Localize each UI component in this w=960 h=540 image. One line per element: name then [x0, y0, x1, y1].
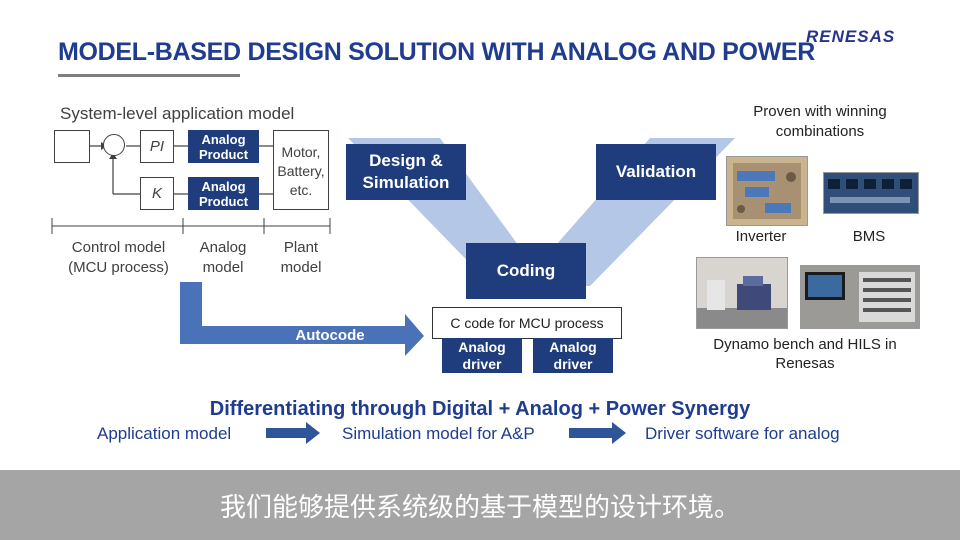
title-underline — [58, 74, 240, 77]
flow-arrow-1 — [266, 422, 320, 444]
analog-product-top: Analog Product — [188, 130, 259, 163]
hils-photo — [800, 265, 920, 329]
summing-junction — [103, 134, 125, 156]
coding-box: Coding — [466, 243, 586, 299]
subtitle-bar — [0, 470, 960, 540]
system-model-title: System-level application model — [60, 104, 295, 123]
bms-board-photo — [823, 172, 919, 214]
model-bracket — [51, 218, 331, 234]
input-block — [54, 130, 90, 163]
control-loop-lines — [90, 145, 273, 195]
plant-model-label: Plant model — [280, 239, 322, 276]
analog-product-bottom: Analog Product — [188, 177, 259, 210]
plant-block: Motor, Battery, etc. — [273, 130, 329, 210]
bms-caption: BMS — [852, 228, 886, 245]
flow-step-1: Application model — [97, 424, 232, 443]
validation-box: Validation — [596, 144, 716, 200]
flow-step-3: Driver software for analog — [645, 424, 840, 443]
autocode-label: Autocode — [295, 327, 365, 344]
flow-arrow-2 — [569, 422, 626, 444]
dynamo-bench-photo — [696, 257, 788, 329]
analog-driver-2: Analog driver — [533, 338, 613, 373]
k-block: K — [140, 177, 174, 210]
subtitle-text: 我们能够提供系统级的基于模型的设计环境。 — [219, 493, 740, 523]
inverter-caption: Inverter — [735, 228, 787, 245]
control-model-label: Control model (MCU process) — [68, 239, 169, 276]
inverter-photo — [726, 156, 808, 226]
tagline: Differentiating through Digital + Analog… — [209, 398, 751, 420]
flow-step-2: Simulation model for A&P — [342, 424, 535, 443]
design-simulation-box: Design & Simulation — [346, 144, 466, 200]
c-code-box: C code for MCU process — [432, 307, 622, 339]
slide-title: MODEL-BASED DESIGN SOLUTION WITH ANALOG … — [58, 38, 816, 66]
bench-caption: Dynamo bench and HILS in Renesas — [713, 336, 897, 372]
analog-driver-1: Analog driver — [442, 338, 522, 373]
autocode-arrow — [180, 282, 424, 356]
pi-block: PI — [140, 130, 174, 163]
analog-model-label: Analog model — [199, 239, 247, 276]
renesas-logo: RENESAS — [806, 27, 896, 46]
proven-title: Proven with winning combinations — [753, 103, 887, 140]
